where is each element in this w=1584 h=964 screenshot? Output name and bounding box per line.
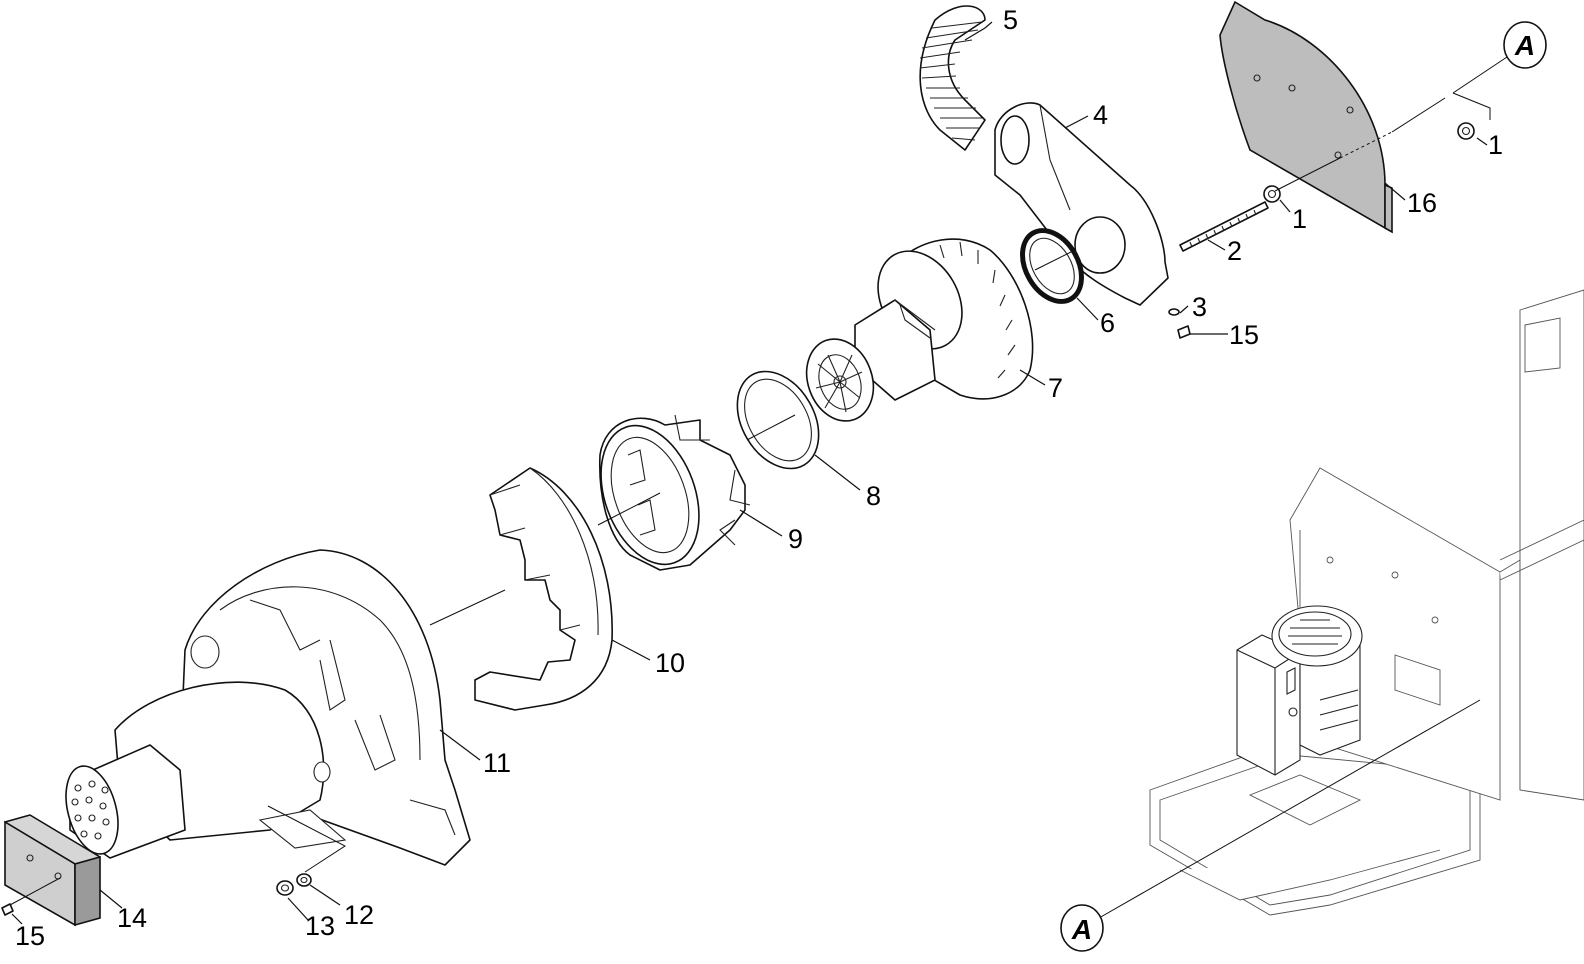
part-7-fan-housing bbox=[805, 238, 1034, 422]
part-15-screw-lower bbox=[1, 903, 14, 916]
callout-15-upper: 15 bbox=[1229, 320, 1259, 350]
part-3-washer bbox=[1168, 308, 1180, 316]
part-2-threaded-rod bbox=[1179, 201, 1269, 252]
reference-marker-top: A bbox=[1503, 21, 1547, 69]
callout-5: 5 bbox=[1003, 5, 1018, 35]
callout-15-lower: 15 bbox=[15, 921, 45, 951]
part-4-bracket bbox=[994, 102, 1169, 306]
part-12-washer bbox=[296, 873, 312, 887]
part-6-ring bbox=[1020, 228, 1084, 304]
callout-10: 10 bbox=[655, 648, 685, 678]
part-11-blower-housing bbox=[65, 549, 471, 866]
part-10-half-shell bbox=[474, 467, 613, 711]
part-16-cover-plate bbox=[1219, 0, 1393, 234]
callout-1-upper: 1 bbox=[1488, 130, 1503, 160]
reference-marker-top-label: A bbox=[1514, 30, 1535, 61]
callout-6: 6 bbox=[1100, 308, 1115, 338]
callout-1-lower: 1 bbox=[1292, 204, 1307, 234]
callout-13: 13 bbox=[305, 911, 335, 941]
part-1-nut-lower bbox=[1263, 185, 1281, 203]
part-8-ring bbox=[736, 370, 820, 470]
callout-8: 8 bbox=[866, 481, 881, 511]
leader-lines bbox=[11, 21, 1488, 925]
callout-12: 12 bbox=[344, 900, 374, 930]
callout-9: 9 bbox=[788, 524, 803, 554]
part-1-nut-upper bbox=[1457, 122, 1475, 140]
callout-14: 14 bbox=[117, 903, 147, 933]
callout-11: 11 bbox=[483, 748, 511, 778]
machine-frame bbox=[1149, 289, 1584, 916]
callout-3: 3 bbox=[1192, 292, 1207, 322]
callout-2: 2 bbox=[1227, 236, 1242, 266]
callout-labels: 5 4 1 16 1 2 3 15 6 7 8 9 10 11 12 13 14… bbox=[15, 5, 1503, 951]
callout-16: 16 bbox=[1407, 188, 1437, 218]
reference-marker-bottom-label: A bbox=[1071, 914, 1092, 945]
callout-7: 7 bbox=[1048, 373, 1063, 403]
part-13-nut bbox=[276, 880, 294, 896]
part-5-hose bbox=[919, 5, 986, 151]
part-15-screw-upper bbox=[1177, 325, 1191, 339]
reference-marker-bottom: A bbox=[1060, 904, 1104, 952]
part-9-castellated-ring bbox=[598, 414, 751, 571]
assembly-axis-lines bbox=[9, 54, 1511, 923]
callout-4: 4 bbox=[1093, 100, 1108, 130]
